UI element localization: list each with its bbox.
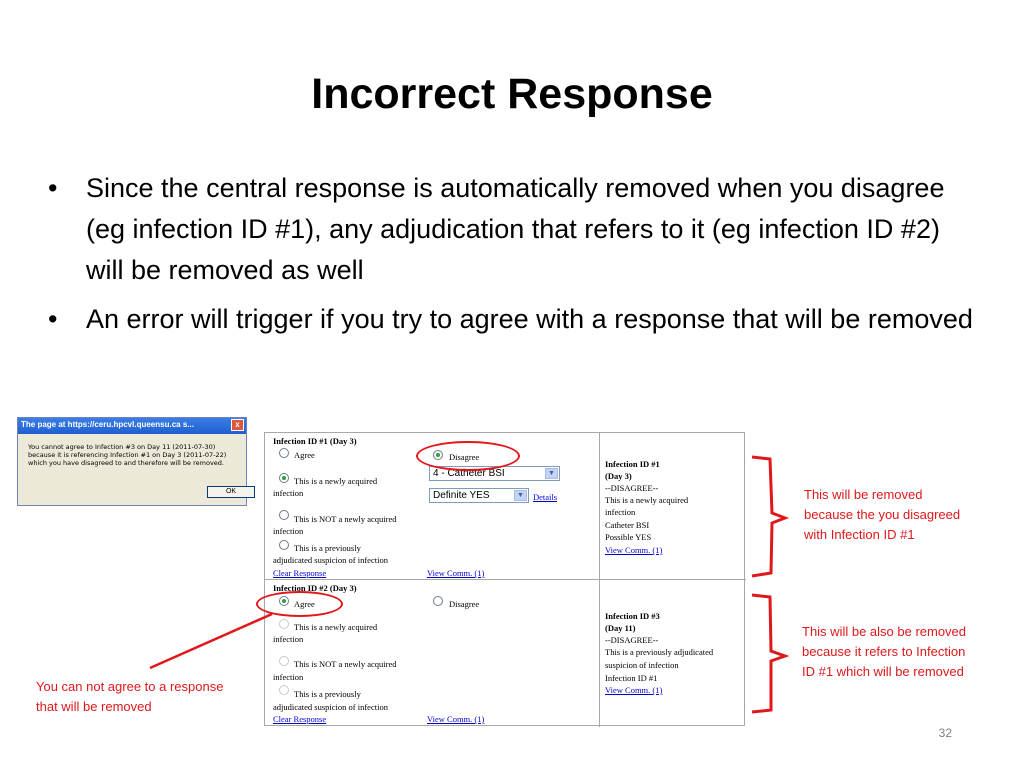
row-divider (265, 579, 746, 580)
newly-acquired-radio[interactable] (279, 619, 289, 629)
summary-line: Possible YES (605, 532, 652, 542)
dialog-title: The page at https://ceru.hpcvl.queensu.c… (21, 420, 194, 429)
summary-line: (Day 3) (605, 471, 632, 481)
summary-heading: Infection ID #3 (605, 611, 660, 621)
previously-adjudicated-radio[interactable] (279, 685, 289, 695)
summary-line: Infection ID #1 (605, 673, 658, 683)
option-label: This is a previously (294, 689, 361, 699)
alert-dialog: The page at https://ceru.hpcvl.queensu.c… (17, 417, 255, 506)
clear-response-link[interactable]: Clear Response (273, 568, 327, 578)
option-label: infection (273, 672, 304, 682)
infection-heading: Infection ID #2 (Day 3) (273, 583, 357, 593)
bullet-text: An error will trigger if you try to agre… (86, 304, 973, 334)
summary-line: --DISAGREE-- (605, 483, 659, 493)
summary-line: --DISAGREE-- (605, 635, 659, 645)
bullet-item: • An error will trigger if you try to agr… (48, 299, 978, 340)
option-label: This is a newly acquired (294, 622, 378, 632)
summary-view-comm-link[interactable]: View Comm. (1) (605, 545, 663, 555)
previously-adjudicated-radio[interactable] (279, 540, 289, 550)
view-comm-link[interactable]: View Comm. (1) (427, 568, 485, 578)
not-newly-acquired-radio[interactable] (279, 656, 289, 666)
option-label: infection (273, 526, 304, 536)
disagree-highlight-circle (416, 441, 520, 471)
agree-radio[interactable] (279, 448, 289, 458)
annotation-note: This will be removed because the you dis… (804, 487, 961, 542)
newly-acquired-radio[interactable] (279, 473, 289, 483)
details-link[interactable]: Details (533, 492, 558, 502)
bullet-icon: • (48, 173, 58, 203)
option-label: This is a newly acquired (294, 476, 378, 486)
view-comm-link[interactable]: View Comm. (1) (427, 714, 485, 724)
right-brace-icon (751, 593, 790, 714)
chevron-down-icon[interactable]: ▼ (545, 468, 558, 479)
bullet-item: • Since the central response is automatic… (48, 168, 978, 291)
annotation-note: This will be also be removed because it … (802, 624, 967, 679)
bullet-list: • Since the central response is automatic… (48, 168, 978, 348)
page-number: 32 (938, 726, 952, 740)
pointer-line-icon (149, 612, 273, 670)
option-label: This is NOT a newly acquired (294, 659, 397, 669)
infection-heading: Infection ID #1 (Day 3) (273, 436, 357, 446)
summary-line: (Day 11) (605, 623, 636, 633)
summary-view-comm-link[interactable]: View Comm. (1) (605, 685, 663, 695)
option-label: adjudicated suspicion of infection (273, 555, 388, 565)
summary-line: Catheter BSI (605, 520, 650, 530)
column-divider (599, 433, 600, 727)
select-value: Definite YES (433, 490, 490, 501)
summary-line: This is a newly acquired (605, 495, 689, 505)
dialog-titlebar[interactable]: The page at https://ceru.hpcvl.queensu.c… (18, 418, 246, 434)
adjudication-form: Infection ID #1 (Day 3) Agree Disagree T… (264, 432, 746, 727)
option-label: adjudicated suspicion of infection (273, 702, 388, 712)
chevron-down-icon[interactable]: ▼ (514, 490, 527, 501)
not-newly-acquired-radio[interactable] (279, 510, 289, 520)
summary-line: suspicion of infection (605, 660, 679, 670)
right-brace-icon (751, 455, 790, 578)
dialog-message: You cannot agree to Infection #3 on Day … (28, 443, 227, 467)
option-label: infection (273, 488, 304, 498)
certainty-select[interactable]: Definite YES ▼ (429, 488, 529, 503)
slide-title: Incorrect Response (311, 70, 713, 118)
close-icon[interactable]: x (231, 419, 244, 431)
option-label: This is NOT a newly acquired (294, 514, 397, 524)
ok-button[interactable]: OK (207, 486, 255, 498)
annotation-note: You can not agree to a response that wil… (36, 679, 224, 714)
disagree-radio[interactable] (433, 596, 443, 606)
clear-response-link[interactable]: Clear Response (273, 714, 327, 724)
summary-line: infection (605, 507, 636, 517)
option-label: This is a previously (294, 543, 361, 553)
agree-label: Agree (294, 450, 315, 460)
disagree-label: Disagree (449, 599, 480, 609)
option-label: infection (273, 634, 304, 644)
agree-highlight-circle (256, 591, 343, 617)
summary-heading: Infection ID #1 (605, 459, 660, 469)
summary-line: This is a previously adjudicated (605, 647, 714, 657)
bullet-icon: • (48, 304, 58, 334)
select-value: 4 - Catheter BSI (433, 468, 505, 479)
bullet-text: Since the central response is automatica… (86, 173, 945, 285)
